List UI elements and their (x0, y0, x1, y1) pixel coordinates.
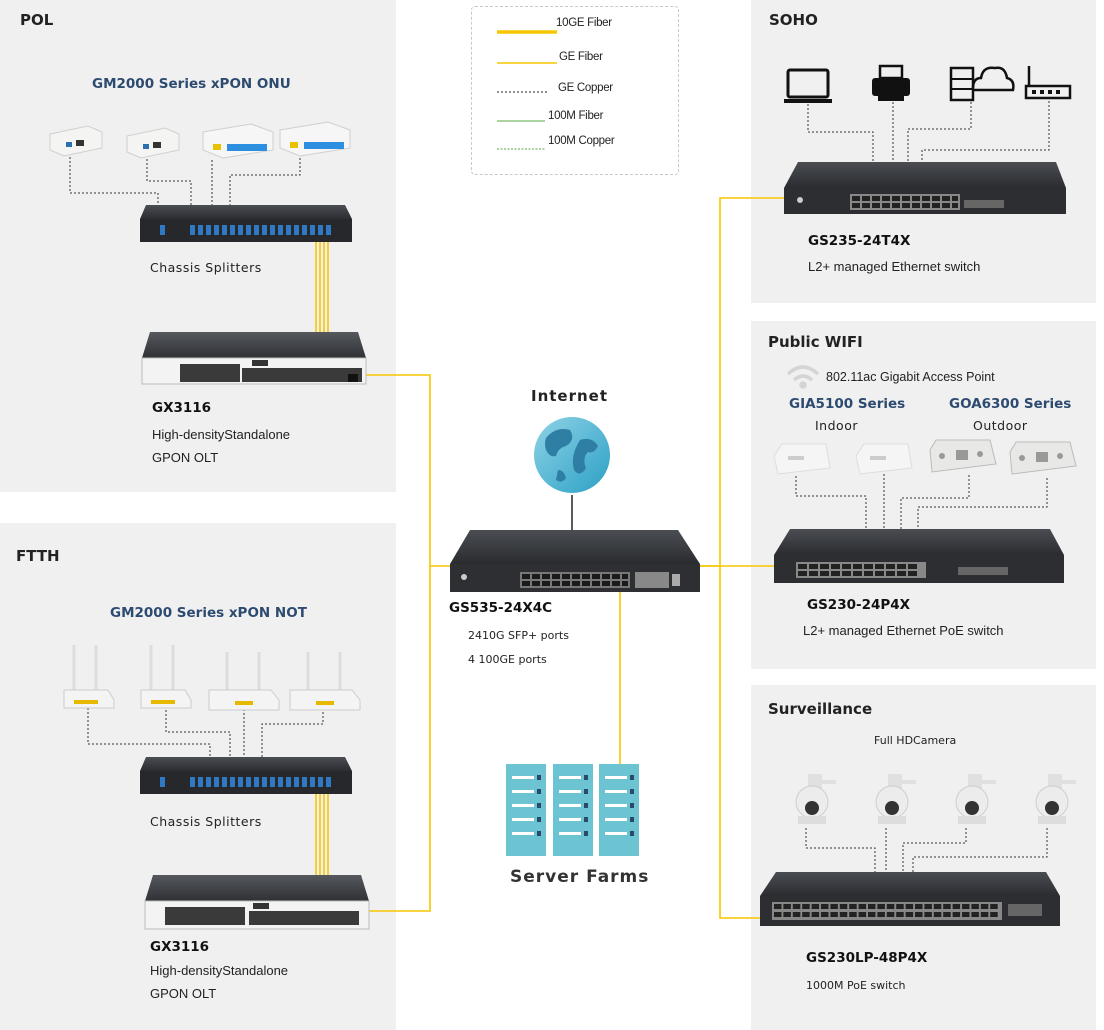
wifi-outdoor-label: Outdoor (973, 418, 1028, 433)
server-farms-label: Server Farms (510, 867, 650, 887)
pol-olt-desc-1: High-densityStandalone (152, 427, 291, 442)
pol-olt-device (141, 332, 367, 385)
wifi-icon (786, 365, 820, 389)
legend-label-ge-copper: GE Copper (558, 82, 613, 94)
surveillance-switch-desc: 1000M PoE switch (806, 979, 906, 992)
pol-onu-devices (49, 121, 351, 159)
internet-globe-icon (534, 417, 610, 493)
soho-switch-device (784, 162, 1066, 214)
ftth-olt-model: GX3116 (150, 939, 210, 955)
ftth-olt-desc-2: GPON OLT (150, 986, 217, 1001)
ftth-olt-desc-1: High-densityStandalone (150, 963, 289, 978)
ftth-olt-device (144, 875, 370, 930)
server-cloud-icon (949, 66, 1015, 102)
wifi-switch-desc: L2+ managed Ethernet PoE switch (803, 623, 1004, 638)
pol-olt-desc-2: GPON OLT (152, 450, 219, 465)
pol-splitter-olt-fibers (315, 242, 329, 334)
internet-label: Internet (531, 387, 609, 405)
wifi-access-points (773, 439, 1077, 475)
wifi-switch-device (774, 529, 1064, 583)
legend (471, 6, 679, 175)
core-switch-desc-1: 2410G SFP+ ports (468, 629, 569, 642)
soho-panel (751, 0, 1096, 303)
copper-links (69, 101, 1050, 872)
pol-chassis-splitter (140, 205, 352, 242)
pol-panel (0, 0, 396, 492)
legend-label-100m-fiber: 100M Fiber (548, 110, 604, 122)
wifi-switch-model: GS230-24P4X (807, 597, 911, 613)
soho-title: SOHO (769, 11, 818, 29)
wifi-indoor-label: Indoor (815, 418, 858, 433)
router-icon (1024, 66, 1072, 100)
legend-label-ge-fiber: GE Fiber (559, 51, 603, 63)
legend-label-100m-copper: 100M Copper (548, 135, 615, 147)
laptop-icon (784, 68, 832, 103)
soho-uplink (700, 197, 786, 567)
soho-switch-model: GS235-24T4X (808, 233, 911, 249)
ftth-olt-uplink (368, 566, 431, 912)
surveillance-switch-device (760, 872, 1060, 926)
surveillance-uplink (719, 566, 762, 919)
core-switch-device (450, 530, 700, 592)
pol-olt-model: GX3116 (152, 400, 212, 416)
wifi-title: Public WIFI (768, 333, 863, 351)
ftth-chassis-splitter (140, 757, 352, 794)
wifi-ap-label: 802.11ac Gigabit Access Point (826, 370, 995, 384)
pol-splitter-label: Chassis Splitters (150, 260, 262, 275)
camera-label: Full HDCamera (874, 734, 957, 747)
legend-label-10ge-fiber: 10GE Fiber (556, 17, 612, 29)
soho-switch-desc: L2+ managed Ethernet switch (808, 259, 981, 274)
surveillance-title: Surveillance (768, 700, 873, 718)
ftth-splitter-label: Chassis Splitters (150, 814, 262, 829)
camera-devices (795, 774, 1076, 824)
ftth-splitter-olt-fibers (315, 794, 329, 877)
core-switch-model: GS535-24X4C (449, 600, 553, 616)
ftth-title: FTTH (16, 547, 60, 565)
wifi-outdoor-series: GOA6300 Series (949, 396, 1072, 412)
pol-series-title: GM2000 Series xPON ONU (92, 76, 291, 92)
fiber-links (315, 197, 786, 919)
ftth-ont-devices (63, 645, 361, 711)
surveillance-switch-model: GS230LP-48P4X (806, 950, 928, 966)
printer-icon (872, 64, 910, 101)
legend-lines (497, 30, 557, 150)
core-switch-desc-2: 4 100GE ports (468, 653, 547, 666)
ftth-series-title: GM2000 Series xPON NOT (110, 605, 307, 621)
pol-title: POL (20, 11, 54, 29)
server-farm-icon (506, 764, 639, 856)
wifi-indoor-series: GIA5100 Series (789, 396, 906, 412)
pol-olt-uplink (366, 374, 452, 567)
